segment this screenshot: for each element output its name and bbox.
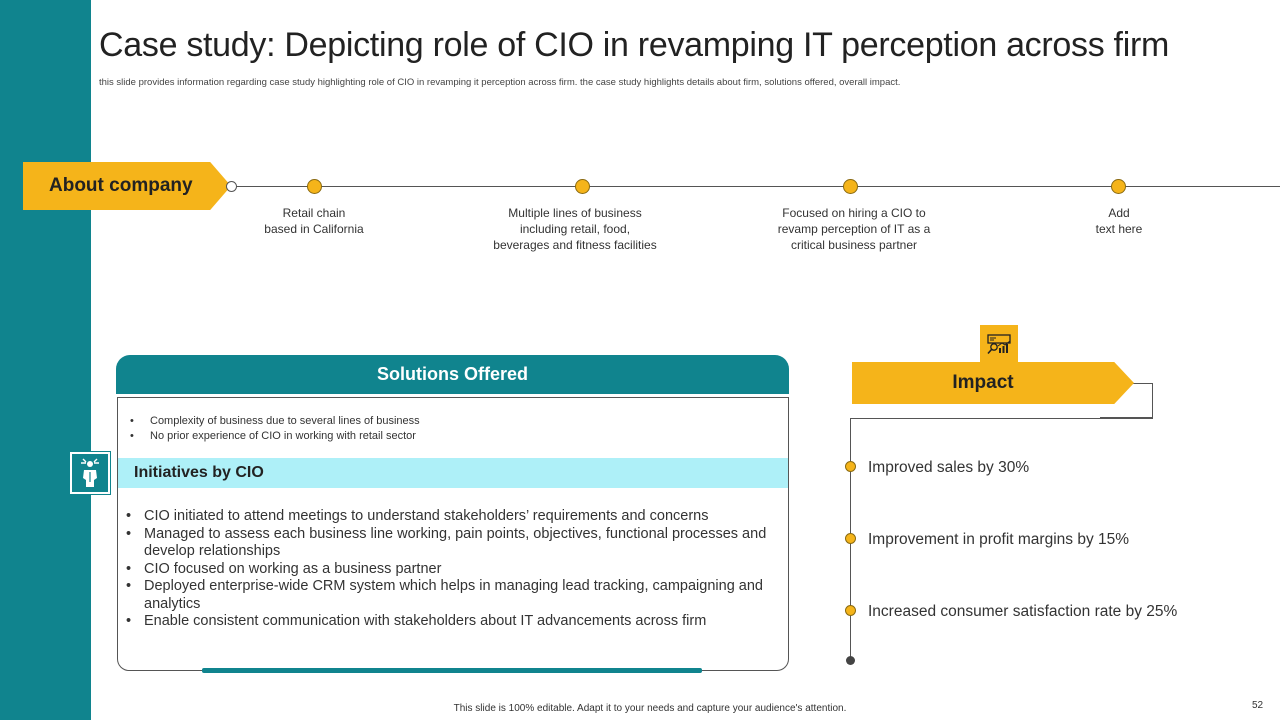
impact-dot bbox=[845, 533, 856, 544]
impact-tag: Impact bbox=[852, 362, 1134, 404]
impact-label: Impact bbox=[952, 372, 1014, 393]
solutions-header: Solutions Offered bbox=[116, 355, 789, 394]
timeline-dot bbox=[307, 179, 322, 194]
challenges-list: Complexity of business due to several li… bbox=[130, 414, 420, 443]
list-item: Managed to assess each business line wor… bbox=[126, 526, 786, 561]
timeline-dot bbox=[575, 179, 590, 194]
timeline-dot bbox=[1111, 179, 1126, 194]
impact-icon-box bbox=[980, 325, 1018, 362]
impact-item: Improved sales by 30% bbox=[868, 459, 1030, 476]
page-number: 52 bbox=[1252, 700, 1264, 711]
about-company-tag: About company bbox=[23, 162, 231, 210]
impact-connector bbox=[850, 418, 1153, 419]
solutions-bottom-bar bbox=[202, 668, 702, 673]
list-item: Complexity of business due to several li… bbox=[130, 414, 420, 429]
impact-dot bbox=[845, 461, 856, 472]
impact-end-dot bbox=[846, 656, 855, 665]
milestone-text: Multiple lines of business including ret… bbox=[493, 206, 657, 252]
list-item: Deployed enterprise-wide CRM system whic… bbox=[126, 578, 786, 613]
milestone-text: Add text here bbox=[1095, 206, 1143, 236]
timeline-line bbox=[231, 185, 1280, 187]
analytics-icon bbox=[987, 333, 1011, 354]
about-company-label: About company bbox=[49, 175, 193, 196]
list-item: CIO initiated to attend meetings to unde… bbox=[126, 508, 786, 526]
initiatives-icon-box bbox=[69, 451, 111, 495]
impact-item: Improvement in profit margins by 15% bbox=[868, 531, 1130, 548]
impact-dot bbox=[845, 605, 856, 616]
milestone-text: Focused on hiring a CIO to revamp percep… bbox=[777, 206, 931, 252]
initiatives-band: Initiatives by CIO bbox=[118, 458, 788, 488]
slide-title: Case study: Depicting role of CIO in rev… bbox=[99, 26, 1170, 64]
leader-icon bbox=[81, 458, 99, 487]
side-accent-bar bbox=[0, 0, 91, 720]
timeline-dot bbox=[843, 179, 858, 194]
solutions-box-top-border bbox=[117, 397, 789, 398]
slide-subtitle: this slide provides information regardin… bbox=[99, 77, 901, 88]
list-item: No prior experience of CIO in working wi… bbox=[130, 429, 420, 444]
initiatives-list: CIO initiated to attend meetings to unde… bbox=[126, 508, 786, 631]
list-item: CIO focused on working as a business par… bbox=[126, 561, 786, 579]
list-item: Enable consistent communication with sta… bbox=[126, 613, 786, 631]
milestone-text: Retail chain based in California bbox=[264, 206, 364, 236]
timeline-start-dot bbox=[226, 181, 237, 192]
slide-footer: This slide is 100% editable. Adapt it to… bbox=[453, 703, 847, 714]
impact-item: Increased consumer satisfaction rate by … bbox=[868, 603, 1178, 620]
